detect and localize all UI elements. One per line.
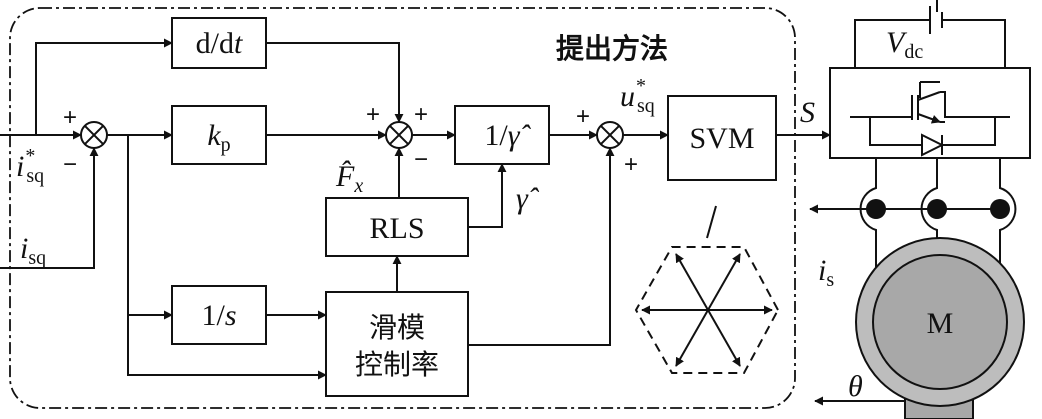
sign-sum3-left: + xyxy=(576,103,590,130)
label-switch-signal: S xyxy=(800,96,815,129)
space-vector-hexagon xyxy=(634,205,780,374)
label-isq: isq xyxy=(20,232,46,269)
svg-text:1/s: 1/s xyxy=(201,299,236,332)
label-fx-hat: F̂x xyxy=(335,160,363,197)
label-isq-ref: i*sq xyxy=(16,145,44,187)
svg-text:kp: kp xyxy=(207,119,230,156)
sign-sum2-right: + xyxy=(414,101,428,128)
summing-junction-2 xyxy=(385,121,413,149)
label-gamma-hat: γ̂ xyxy=(516,182,540,215)
integrator-block: 1/s xyxy=(171,285,267,345)
region-title: 提出方法 xyxy=(556,32,668,65)
label-usq-ref: u*sq xyxy=(620,75,655,117)
svm-label: SVM xyxy=(689,122,754,155)
sliding-mode-control-block: 滑模 控制率 xyxy=(325,291,469,397)
smc-label-line2: 控制率 xyxy=(355,348,439,381)
current-sensor-b xyxy=(927,199,947,219)
inverse-gamma-block: 1/γ̂ xyxy=(454,105,550,165)
sign-sum1-ref: + xyxy=(63,104,77,131)
phase-wires xyxy=(809,158,1017,275)
rls-label: RLS xyxy=(369,212,424,245)
sign-sum3-bottom: + xyxy=(624,151,638,178)
proposed-method-region xyxy=(9,7,796,409)
sign-sum2-bottom: − xyxy=(414,146,428,173)
label-vdc: Vdc xyxy=(886,26,923,63)
smc-label-line1: 滑模 xyxy=(369,311,425,344)
svm-block: SVM xyxy=(667,95,777,181)
label-theta: θ xyxy=(848,370,863,403)
summing-junction-3 xyxy=(596,121,624,149)
signal-wires xyxy=(0,38,831,380)
current-sensor-a xyxy=(866,199,886,219)
label-is: is xyxy=(818,254,834,291)
current-sensor-c xyxy=(990,199,1010,219)
sign-sum1-fb: − xyxy=(63,151,77,178)
motor-label: M xyxy=(927,307,954,340)
sign-sum2-left: + xyxy=(366,101,380,128)
motor: M xyxy=(855,237,1025,419)
proportional-gain-block: kp xyxy=(171,105,267,165)
rls-block: RLS xyxy=(325,197,469,257)
summing-junction-1 xyxy=(80,121,108,149)
inverter xyxy=(829,0,1031,159)
svg-text:d/dt: d/dt xyxy=(196,27,243,60)
derivative-block: d/dt xyxy=(171,17,267,69)
